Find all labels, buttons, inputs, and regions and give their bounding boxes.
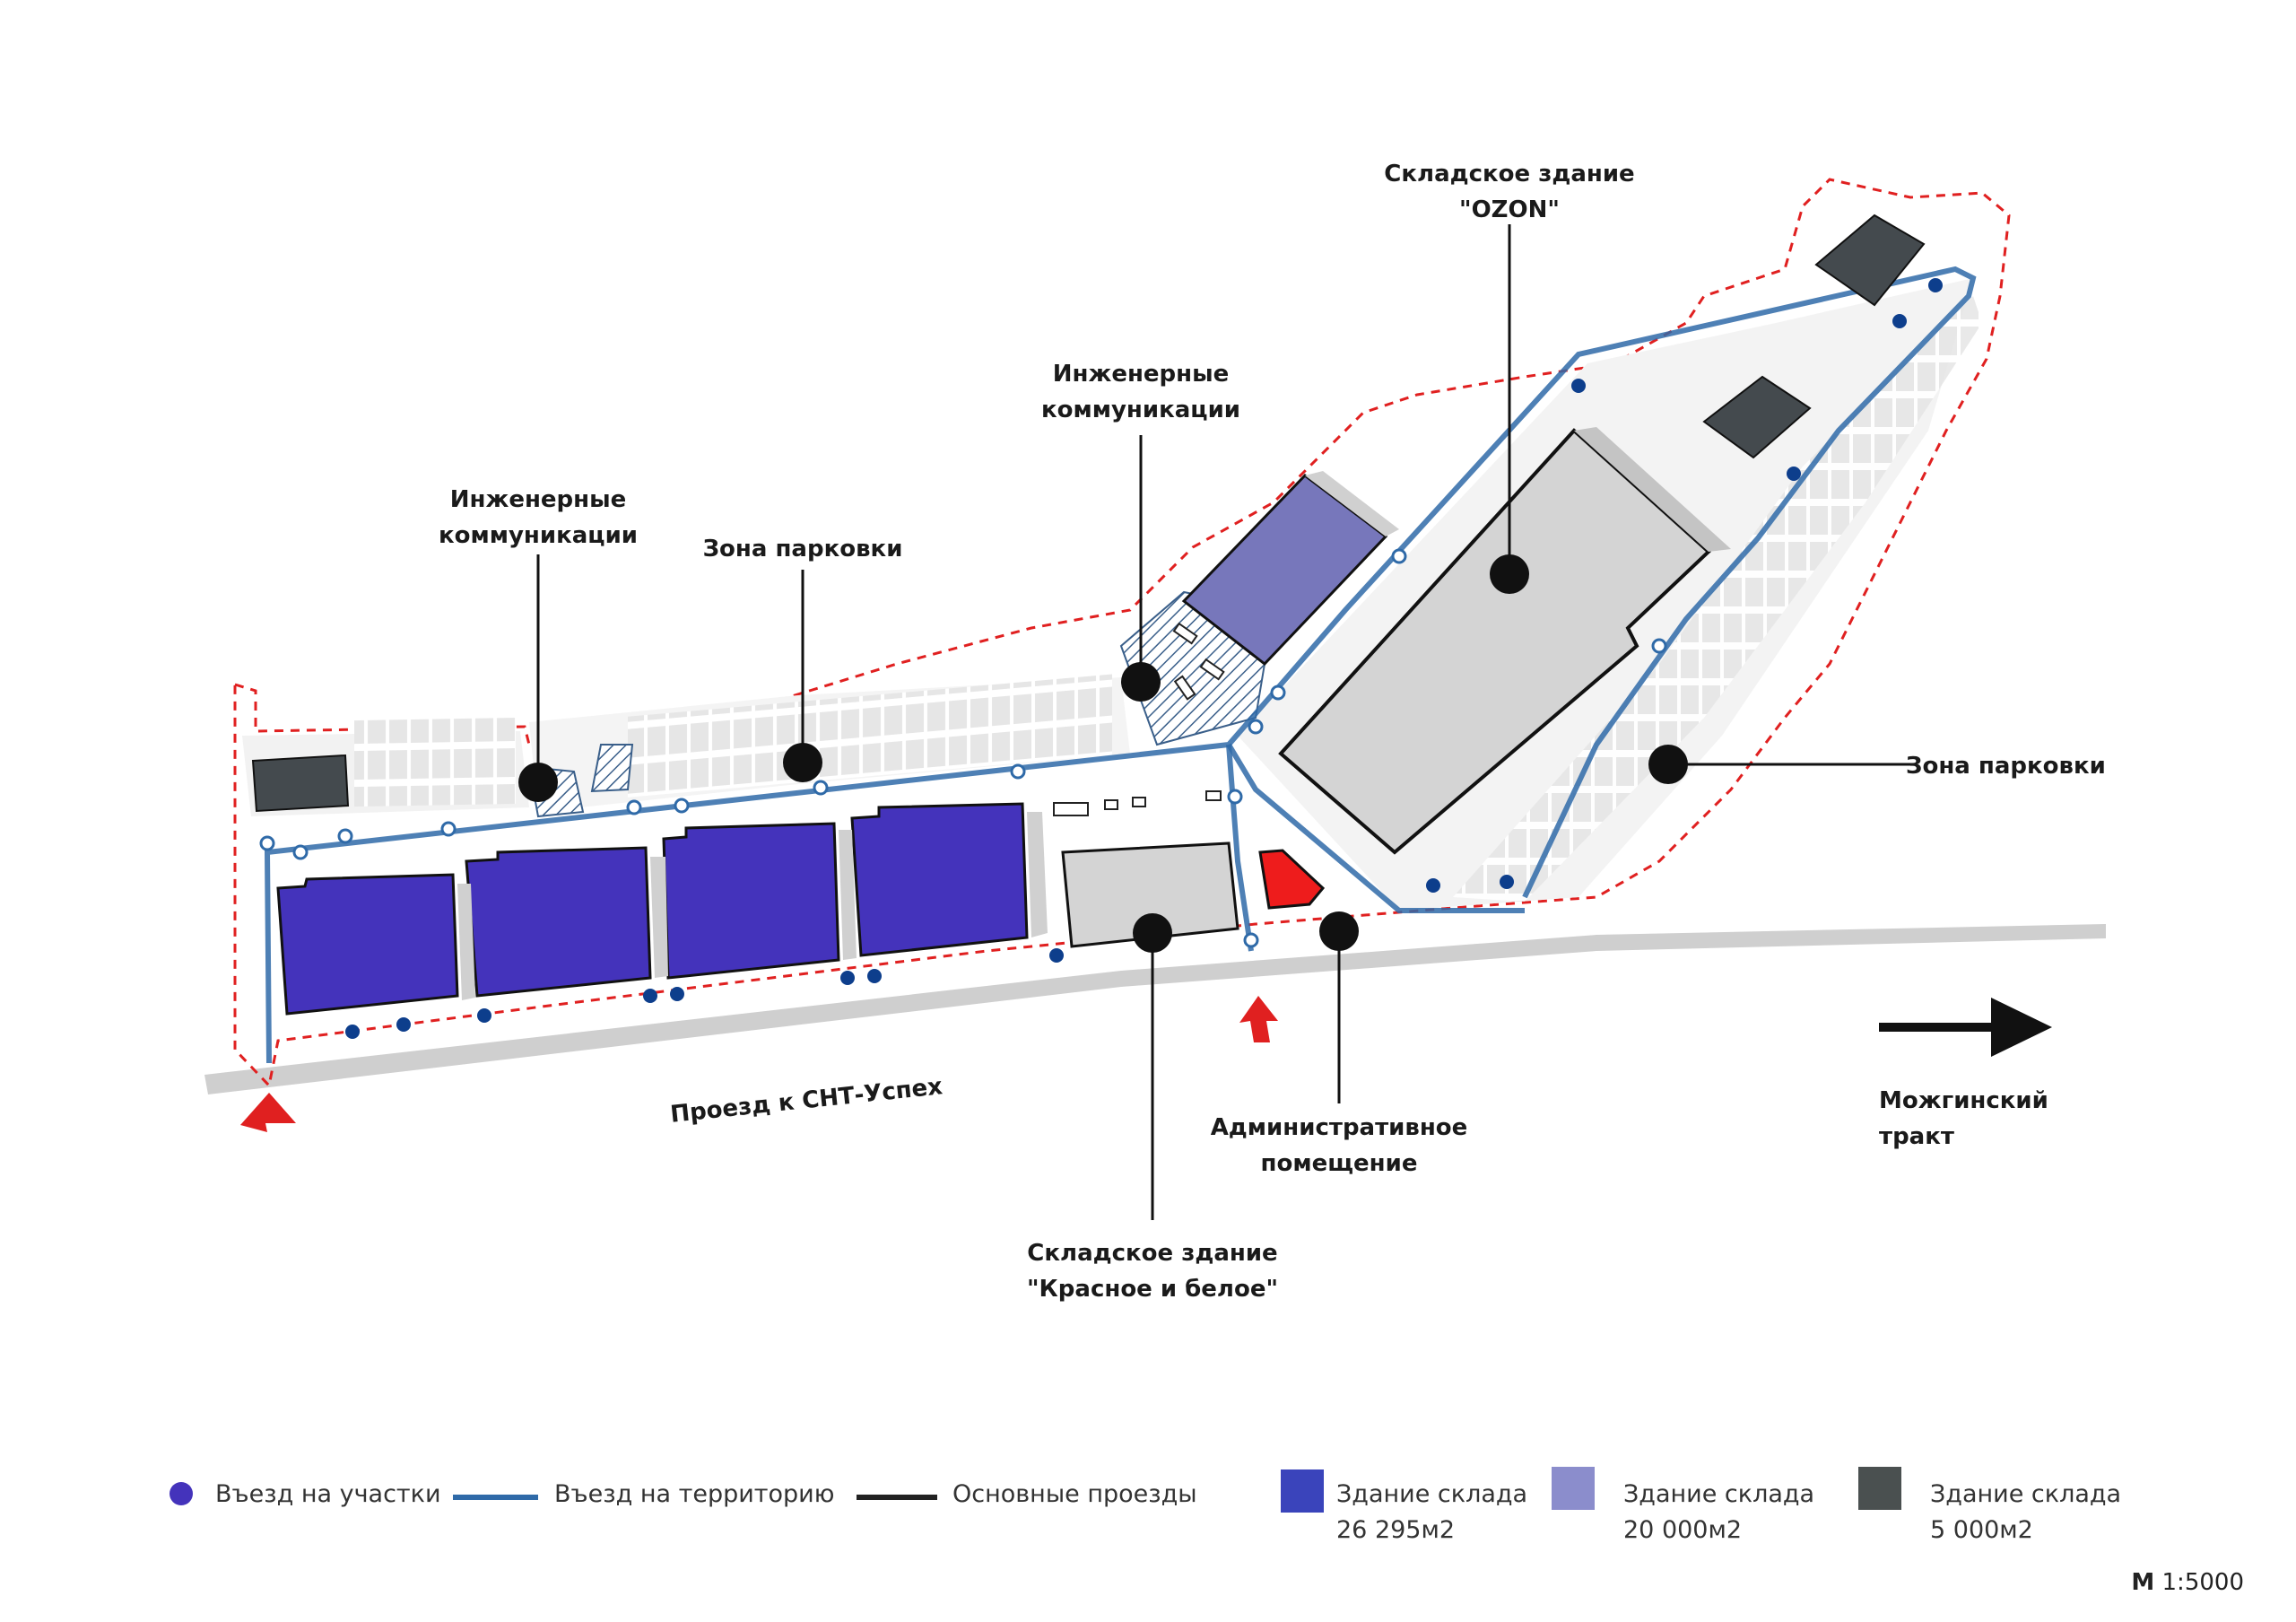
legend-bld2-line2: 20 000м2 — [1623, 1516, 1742, 1544]
label-direction-1: Можгинский — [1879, 1087, 2048, 1114]
label-kb-2: "Красное и белое" — [1027, 1276, 1278, 1303]
utility-box-3 — [1173, 675, 1196, 701]
warehouse-ozon-shadow — [1574, 427, 1731, 552]
label-eng-top-1: Инженерные — [1053, 361, 1230, 388]
admin-building — [1258, 849, 1326, 910]
label-ozon-1: Складское здание — [1384, 161, 1634, 187]
warehouses-large — [276, 802, 1029, 1016]
callout-dot-admin — [1319, 911, 1359, 951]
scale-value: 1:5000 — [2162, 1569, 2244, 1596]
entry-arrow-center — [1239, 996, 1278, 1042]
legend-main-roads: Основные проезды — [952, 1480, 1197, 1508]
callout-dot-eng-top — [1121, 662, 1161, 702]
callout-dot-parking-right — [1648, 745, 1688, 784]
callout-dot-eng-left — [518, 763, 558, 802]
parking-east — [1453, 296, 1982, 902]
route-nodes — [259, 548, 1667, 948]
legend-bld3-line2: 5 000м2 — [1930, 1516, 2033, 1544]
utility-box-2 — [1199, 658, 1225, 681]
label-admin-1: Административное — [1211, 1114, 1468, 1141]
legend-bld2-swatch — [1552, 1467, 1595, 1510]
entry-arrow-left — [240, 1093, 296, 1132]
parking-rows-center — [628, 674, 1112, 798]
callout-dot-ozon — [1490, 554, 1529, 594]
warehouse-medium-shadow — [1305, 471, 1399, 536]
direction-arrow-head — [1991, 998, 2052, 1057]
legend-bld1-line2: 26 295м2 — [1336, 1516, 1455, 1544]
callout-dot-kb — [1133, 913, 1172, 953]
label-admin-2: помещение — [1261, 1150, 1418, 1177]
label-eng-left-1: Инженерные — [450, 486, 627, 513]
utility-box-1 — [1172, 622, 1198, 645]
legend-entry-plots: Въезд на участки — [215, 1480, 441, 1508]
legend-bld1-swatch — [1281, 1469, 1324, 1513]
callout-dots — [518, 554, 1688, 953]
label-parking-right: Зона парковки — [1906, 753, 2106, 780]
label-kb-1: Складское здание — [1027, 1240, 1277, 1267]
warehouse-shadows — [457, 812, 1048, 1000]
scale-label: М 1:5000 — [2131, 1569, 2244, 1596]
legend-entry-plots-icon — [170, 1482, 193, 1505]
label-eng-top-2: коммуникации — [1041, 397, 1240, 423]
scale-prefix: М — [2131, 1569, 2154, 1596]
callout-dot-parking-left — [783, 743, 822, 782]
legend-bld3-swatch — [1858, 1467, 1901, 1510]
callouts — [536, 224, 1910, 1220]
label-direction-2: тракт — [1879, 1123, 1954, 1150]
label-eng-left-2: коммуникации — [439, 522, 638, 549]
site-boundary — [233, 178, 2011, 1089]
legend-bld3-line1: Здание склада — [1930, 1480, 2121, 1508]
kb-small-blocks — [1053, 790, 1222, 816]
legend: Въезд на участки Въезд на территорию Осн… — [170, 1467, 2121, 1544]
label-parking-left: Зона парковки — [703, 536, 903, 562]
legend-bld2-line1: Здание склада — [1623, 1480, 1814, 1508]
entry-route-admin — [1226, 744, 1254, 952]
parking-rows-left — [354, 717, 516, 807]
warehouse-krasnoe-beloe — [1061, 842, 1239, 948]
warehouses-small — [251, 214, 1926, 813]
label-road: Проезд к СНТ-Успех — [669, 1073, 944, 1129]
legend-bld1-line1: Здание склада — [1336, 1480, 1527, 1508]
label-ozon-2: "OZON" — [1459, 196, 1560, 223]
entry-route-ozon-loop — [1226, 743, 1525, 913]
plot-entry-dots — [345, 278, 1943, 1039]
legend-entry-territory: Въезд на территорию — [554, 1480, 834, 1508]
engineering-hatch-mid — [590, 744, 634, 793]
main-road — [204, 924, 2106, 1094]
